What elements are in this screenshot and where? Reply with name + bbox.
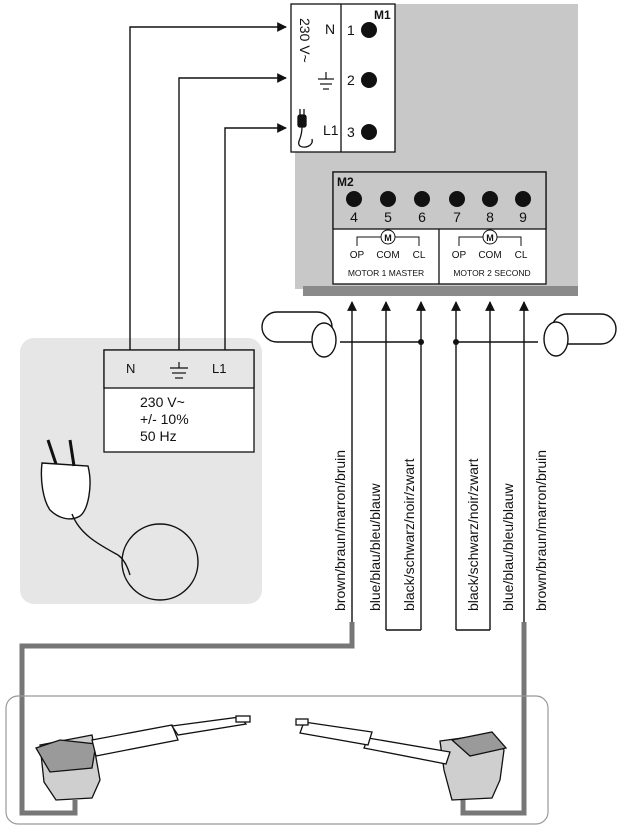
wire-label-right-black: black/schwarz/noir/zwart [465, 458, 481, 611]
wire-label-left-brown: brown/braun/marron/bruin [332, 450, 348, 611]
m2-terminal-4-label: 4 [350, 209, 358, 225]
supply-box: N L1 230 V~ +/- 10% 50 Hz [103, 349, 255, 453]
m2-com-2: COM [478, 250, 501, 261]
motor-1-symbol [356, 229, 420, 246]
wire-label-left-black: black/schwarz/noir/zwart [401, 458, 417, 611]
m1-terminal-2-label: 2 [347, 72, 355, 88]
actuator-left [35, 715, 251, 801]
m2-cl-1: CL [413, 250, 426, 261]
m1-label: M1 [374, 8, 391, 22]
supply-voltage: 230 V~ [140, 394, 185, 410]
m2-com-1: COM [376, 250, 399, 261]
motor-1-m-icon: M [384, 233, 392, 243]
m1-n-label: N [325, 21, 335, 37]
supply-n-label: N [126, 361, 135, 376]
wire-ground [178, 73, 287, 350]
supply-ground-icon [170, 362, 188, 379]
motor-cables [340, 301, 538, 631]
actuator-right [295, 718, 508, 801]
m2-terminal-block: M2 4 5 6 7 8 9 M M OP CO [332, 171, 547, 285]
capacitor-right [543, 313, 617, 357]
power-wires [129, 22, 287, 350]
wire-label-left-blue: blue/blau/bleu/blauw [367, 482, 383, 611]
control-unit-shadow [303, 286, 578, 296]
motor-2-symbol [458, 229, 522, 246]
m2-terminal-8 [482, 191, 498, 207]
m1-l1-label: L1 [323, 122, 339, 138]
m1-terminal-1-label: 1 [347, 22, 355, 38]
actuator-cables [19, 622, 527, 816]
m1-terminal-2 [361, 72, 377, 88]
wire-label-right-blue: blue/blau/bleu/blauw [500, 482, 516, 611]
m1-terminal-block: M1 230 V~ N L1 1 2 3 [290, 3, 396, 153]
m1-plug-icon [297, 109, 313, 148]
m2-cl-2: CL [515, 250, 528, 261]
m1-terminal-3-label: 3 [347, 124, 355, 140]
m2-terminal-8-label: 8 [486, 209, 494, 225]
m2-terminal-9-label: 9 [519, 209, 527, 225]
m2-terminal-7-label: 7 [453, 209, 461, 225]
m2-terminal-6-label: 6 [418, 209, 426, 225]
m1-ground-icon [318, 72, 334, 90]
supply-l1-label: L1 [212, 361, 226, 376]
m2-terminal-9 [515, 191, 531, 207]
m1-voltage: 230 V~ [297, 18, 313, 63]
wire-l1 [224, 123, 287, 350]
plug-icon [40, 439, 199, 601]
m2-terminal-5-label: 5 [384, 209, 392, 225]
supply-frequency: 50 Hz [140, 428, 177, 444]
m2-terminal-7 [449, 191, 465, 207]
capacitor-left [261, 311, 337, 358]
supply-tolerance: +/- 10% [140, 411, 189, 427]
motor-2-m-icon: M [486, 233, 494, 243]
wire-label-right-brown: brown/braun/marron/bruin [533, 450, 549, 611]
m2-op-1: OP [350, 250, 365, 261]
m2-terminal-4 [346, 191, 362, 207]
m1-terminal-1 [361, 22, 377, 38]
m2-op-2: OP [452, 250, 467, 261]
m2-terminal-5 [380, 191, 396, 207]
m2-label: M2 [337, 175, 354, 189]
gate-area [5, 695, 549, 825]
m1-terminal-3 [361, 124, 377, 140]
motor-2-label: MOTOR 2 SECOND [453, 268, 530, 278]
m2-terminal-6 [414, 191, 430, 207]
motor-1-label: MOTOR 1 MASTER [348, 268, 424, 278]
wire-n [129, 22, 287, 350]
